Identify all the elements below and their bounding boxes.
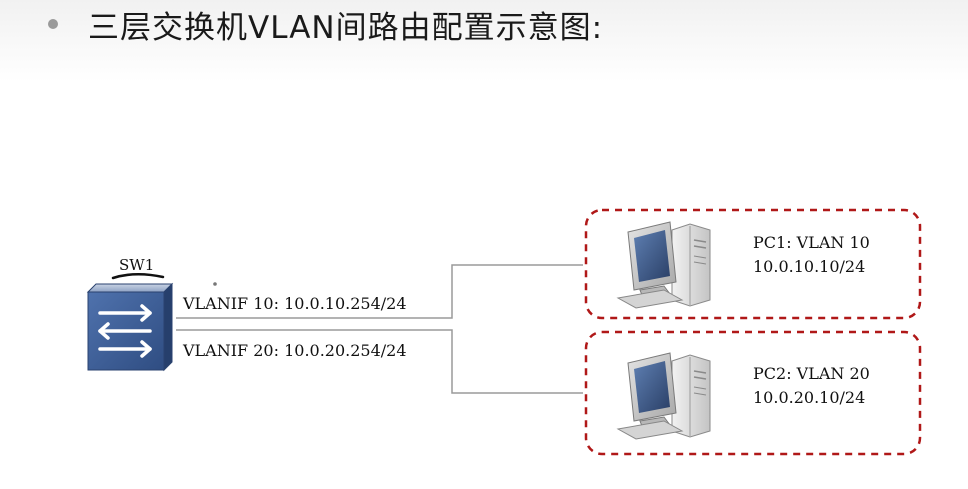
slide-title-text: 三层交换机VLAN间路由配置示意图: bbox=[88, 9, 604, 46]
vlanif-10-label: VLANIF 10: 10.0.10.254/24 bbox=[182, 294, 407, 313]
link-1-line bbox=[176, 264, 583, 319]
slide-title: 三层交换机VLAN间路由配置示意图: bbox=[48, 0, 603, 48]
title-band bbox=[0, 0, 968, 82]
network-switch-icon bbox=[86, 282, 174, 372]
pc2-desktop-computer-icon bbox=[616, 352, 711, 440]
switch-name-underline bbox=[111, 273, 165, 280]
pc1-ip-label: 10.0.10.10/24 bbox=[753, 257, 865, 276]
pc1-desktop-computer-icon bbox=[616, 221, 711, 309]
pc2-ip-label: 10.0.20.10/24 bbox=[753, 388, 865, 407]
switch-name-label: SW1 bbox=[119, 256, 154, 274]
pc1-vlan-label: PC1: VLAN 10 bbox=[753, 233, 870, 252]
pc2-vlan-label: PC2: VLAN 20 bbox=[753, 364, 870, 383]
bullet-icon bbox=[48, 19, 58, 29]
pointer-dot bbox=[213, 282, 217, 286]
link-2-line bbox=[176, 329, 583, 394]
pc1-group-box bbox=[584, 208, 922, 320]
vlanif-20-label: VLANIF 20: 10.0.20.254/24 bbox=[182, 341, 407, 360]
